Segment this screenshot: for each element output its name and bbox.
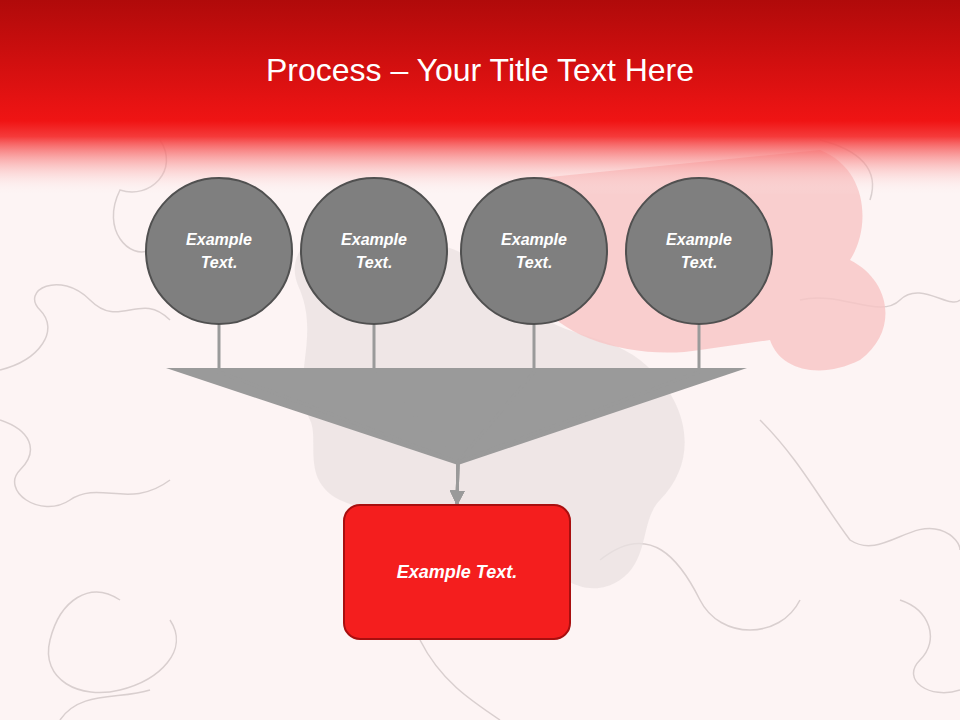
node-text: Example Text. [328,228,420,274]
puzzle-lines [0,140,960,720]
funnel-arrow [166,368,747,465]
process-circle: Example Text. [145,177,293,325]
merge-connector [457,325,534,504]
circle-fill [301,178,447,324]
process-circle: Example Text. [625,177,773,325]
header-band [0,0,960,195]
circle-fill [461,178,607,324]
circle-outline [460,177,608,325]
box-fill [344,505,570,639]
circle-fill [146,178,292,324]
node-text: Example Text. [653,228,745,274]
circle-outline [145,177,293,325]
merge-connector [219,325,458,504]
slide-title: Process – Your Title Text Here [0,52,960,89]
process-circle: Example Text. [460,177,608,325]
circle-fill [626,178,772,324]
circle-outline [300,177,448,325]
circle-outline [625,177,773,325]
node-text: Example Text. [488,228,580,274]
merge-connector [457,325,699,504]
node-text: Example Text. [397,559,517,585]
process-circle: Example Text. [300,177,448,325]
node-text: Example Text. [173,228,265,274]
merge-connector [374,325,458,504]
result-box: Example Text. [343,504,571,640]
